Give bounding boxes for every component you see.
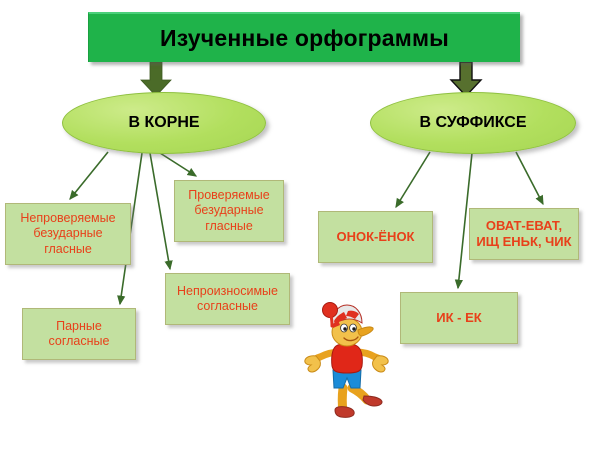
leaf-box-ik-ek[interactable]: ИК - ЕК	[400, 292, 518, 344]
left-hand	[304, 355, 321, 373]
leaf-box-label: ОНОК-ЁНОК	[336, 229, 415, 245]
leaf-box-onok-yonok[interactable]: ОНОК-ЁНОК	[318, 211, 433, 263]
leaf-box-proveryaemye[interactable]: Проверяемые безударные гласные	[174, 180, 284, 242]
buratino-character-illustration	[304, 302, 389, 418]
leaf-box-label: Непроизносимые согласные	[177, 283, 278, 313]
leaf-box-neproiznosimye[interactable]: Непроизносимые согласные	[165, 273, 290, 325]
branch-node-v-suffikse[interactable]: В СУФФИКСЕ	[370, 92, 576, 154]
branch-node-v-korne[interactable]: В КОРНЕ	[62, 92, 266, 154]
block-arrow-to-root-branch	[140, 61, 172, 97]
right-hand	[372, 355, 389, 373]
page-title: Изученные орфограммы	[160, 24, 449, 51]
diagram-title-banner: Изученные орфограммы	[88, 12, 520, 62]
leaf-box-label: Проверяемые безударные гласные	[188, 188, 270, 233]
branch-node-label: В КОРНЕ	[128, 114, 200, 131]
leaf-box-label: ОВАТ-ЕВАТ, ИЩ ЕНЬК, ЧИК	[476, 218, 572, 249]
leaf-box-parnye[interactable]: Парные согласные	[22, 308, 136, 360]
leaf-box-label: Парные согласные	[48, 318, 110, 348]
leaf-box-label: ИК - ЕК	[436, 310, 482, 326]
branch-node-label: В СУФФИКСЕ	[419, 114, 527, 131]
leaf-box-ovat-evat[interactable]: ОВАТ-ЕВАТ, ИЩ ЕНЬК, ЧИК	[469, 208, 579, 260]
connectors-right-branch	[395, 151, 544, 290]
leaf-box-label: Непроверяемые безударные гласные	[20, 211, 116, 256]
connectors-left-branch	[69, 151, 198, 306]
leaf-box-neproveryaemye[interactable]: Непроверяемые безударные гласные	[5, 203, 131, 265]
block-arrow-to-suffix-branch	[449, 61, 483, 98]
